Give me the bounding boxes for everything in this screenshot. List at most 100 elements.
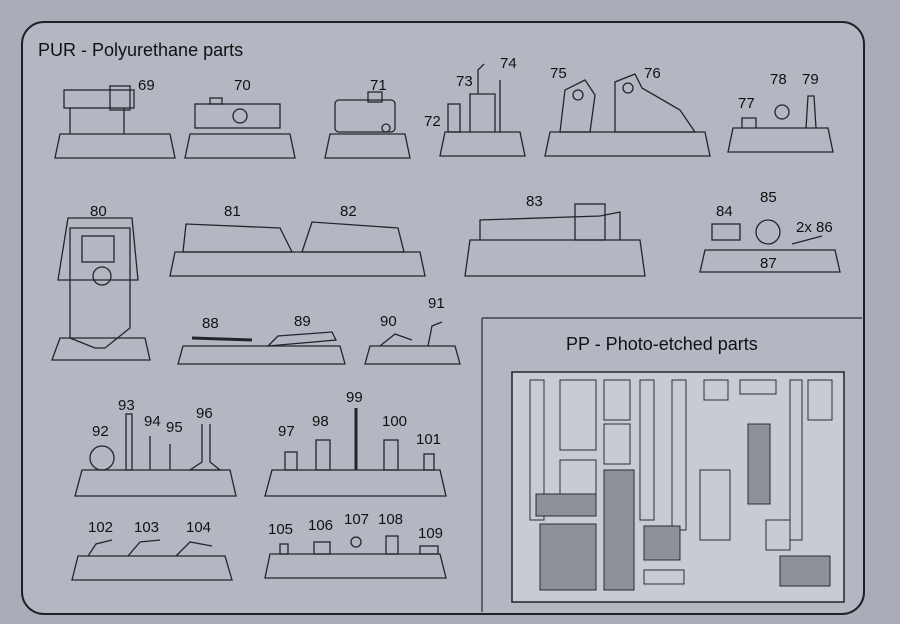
part-number-77: 77 — [738, 95, 755, 112]
part-number-96: 96 — [196, 405, 213, 422]
part-91 — [427, 321, 443, 347]
part-90 — [379, 333, 413, 347]
part-number-109: 109 — [418, 525, 444, 542]
base-97-101 — [264, 469, 447, 497]
part-number-83: 83 — [526, 193, 543, 210]
part-number-93: 93 — [118, 397, 135, 414]
base-69 — [54, 133, 176, 159]
part-83-box — [574, 203, 606, 241]
part-number-72: 72 — [424, 113, 441, 130]
part-75 — [559, 79, 596, 133]
part-88 — [191, 336, 253, 342]
part-70-hole — [232, 108, 248, 124]
part-number-70: 70 — [234, 77, 251, 94]
part-92 — [89, 445, 115, 471]
part-72 — [447, 103, 461, 133]
part-number-73: 73 — [456, 73, 473, 90]
part-number-99: 99 — [346, 389, 363, 406]
part-number-81: 81 — [224, 203, 241, 220]
part-109 — [419, 545, 439, 555]
base-81-82 — [169, 251, 426, 277]
fret-part-text — [739, 379, 777, 395]
fret-part-block-1 — [703, 379, 729, 401]
fret-part-block-3 — [765, 519, 791, 551]
part-number-78: 78 — [770, 71, 787, 88]
part-number-94: 94 — [144, 413, 161, 430]
part-71-wheel — [381, 123, 391, 133]
part-number-106: 106 — [308, 517, 334, 534]
fret-part-strip-1 — [529, 379, 545, 521]
part-number-85: 85 — [760, 189, 777, 206]
part-71-top — [367, 91, 383, 103]
part-93 — [125, 413, 133, 471]
base-83 — [464, 239, 646, 277]
part-number-102: 102 — [88, 519, 114, 536]
part-number-80: 80 — [90, 203, 107, 220]
part-number-69: 69 — [138, 77, 155, 94]
fret-part-block-2 — [807, 379, 833, 421]
part-number-91: 91 — [428, 295, 445, 312]
base-71 — [324, 133, 411, 159]
fret-part-strip-4 — [789, 379, 803, 541]
pur-section-title: PUR - Polyurethane parts — [38, 40, 244, 60]
part-number-105: 105 — [268, 521, 294, 538]
fret-part-mesh-5 — [643, 525, 681, 561]
part-number-103: 103 — [134, 519, 160, 536]
part-number-71: 71 — [370, 77, 387, 94]
fret-part-mesh-1 — [747, 423, 771, 505]
part-103 — [127, 539, 161, 557]
part-86 — [791, 235, 823, 245]
fret-part-mesh-6 — [779, 555, 831, 587]
part-80-hatch — [81, 235, 115, 263]
base-72-74 — [439, 131, 526, 157]
fret-part-strip-2 — [639, 379, 655, 521]
fret-part-panel-1 — [559, 379, 597, 451]
part-70-tab — [209, 97, 223, 105]
part-number-82: 82 — [340, 203, 357, 220]
base-80 — [51, 337, 151, 361]
base-105-109 — [264, 553, 447, 579]
base-80-top — [57, 217, 139, 281]
part-number-100: 100 — [382, 413, 408, 430]
part-96 — [187, 424, 222, 471]
part-81 — [182, 223, 294, 253]
part-106 — [313, 541, 331, 555]
part-104 — [175, 541, 213, 557]
part-76-hole — [622, 82, 634, 94]
part-69 — [63, 89, 135, 109]
part-69-block — [109, 85, 131, 111]
part-number-104: 104 — [186, 519, 212, 536]
fret-part-panel-3 — [603, 423, 631, 465]
part-number-88: 88 — [202, 315, 219, 332]
part-number-75: 75 — [550, 65, 567, 82]
part-101 — [423, 453, 435, 471]
part-73 — [469, 63, 496, 132]
part-80-circle — [92, 266, 112, 286]
part-number-90: 90 — [380, 313, 397, 330]
part-number-79: 79 — [802, 71, 819, 88]
part-107 — [350, 536, 362, 548]
part-number-92: 92 — [92, 423, 109, 440]
part-number-95: 95 — [166, 419, 183, 436]
part-76 — [614, 73, 697, 133]
part-number-101: 101 — [416, 431, 442, 448]
part-number-86: 2x 86 — [796, 219, 833, 236]
part-98 — [315, 439, 331, 471]
fret-part-panel-5 — [699, 469, 731, 541]
base-75-76 — [544, 131, 711, 157]
base-77-79 — [727, 127, 834, 153]
part-89 — [266, 331, 338, 347]
part-75-hole — [572, 89, 584, 101]
part-number-98: 98 — [312, 413, 329, 430]
part-number-84: 84 — [716, 203, 733, 220]
part-80 — [69, 227, 131, 349]
fret-part-panel-2 — [603, 379, 631, 421]
base-92-96 — [74, 469, 237, 497]
part-number-108: 108 — [378, 511, 404, 528]
part-number-76: 76 — [644, 65, 661, 82]
part-102 — [87, 539, 113, 557]
base-84-87 — [699, 249, 841, 273]
part-number-87: 87 — [760, 255, 777, 272]
part-85 — [755, 219, 781, 245]
